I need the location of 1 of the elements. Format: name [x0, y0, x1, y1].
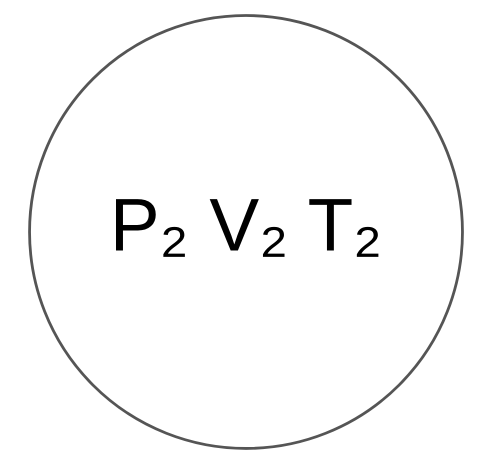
- node-circle: P₂ V₂ T₂: [28, 14, 464, 450]
